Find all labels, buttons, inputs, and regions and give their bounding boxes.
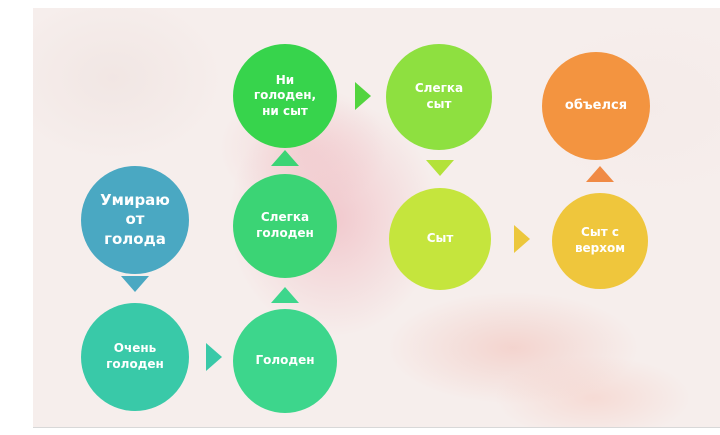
node-neither-hungry-nor-full: Ни голоден, ни сыт: [233, 44, 337, 148]
node-very-full-label: Сыт с верхом: [574, 225, 626, 255]
node-slightly-full: Слегка сыт: [386, 44, 492, 150]
arrow-slightly-full-to-full: [426, 160, 454, 176]
node-very-hungry: Очень голоден: [81, 303, 189, 411]
node-very-hungry-label: Очень голоден: [106, 341, 164, 371]
arrow-very-hungry-to-hungry: [206, 343, 222, 371]
slide-bottom-border: [33, 427, 720, 428]
node-slightly-hungry: Слегка голоден: [233, 174, 337, 278]
node-hungry-label: Голоден: [255, 353, 315, 368]
node-overate: объелся: [542, 52, 650, 160]
node-dying-of-hunger: Умираю от голода: [81, 166, 189, 274]
node-slightly-full-label: Слегка сыт: [414, 81, 464, 111]
arrow-full-to-very-full: [514, 225, 530, 253]
slide-canvas: Умираю от голода Очень голоден Голоден С…: [33, 8, 720, 427]
node-overate-label: объелся: [564, 97, 628, 113]
arrow-very-full-to-overate: [586, 166, 614, 182]
node-slightly-hungry-label: Слегка голоден: [256, 210, 314, 240]
arrow-hungry-to-slightly-hungry: [271, 287, 299, 303]
node-full: Сыт: [389, 188, 491, 290]
arrow-dying-to-very-hungry: [121, 276, 149, 292]
node-dying-of-hunger-label: Умираю от голода: [100, 190, 170, 248]
arrow-slightly-hungry-to-neutral: [271, 150, 299, 166]
node-full-label: Сыт: [426, 231, 454, 246]
node-hungry: Голоден: [233, 309, 337, 413]
arrow-neutral-to-slightly-full: [355, 82, 371, 110]
node-very-full: Сыт с верхом: [552, 193, 648, 289]
node-neither-label: Ни голоден, ни сыт: [253, 72, 317, 118]
